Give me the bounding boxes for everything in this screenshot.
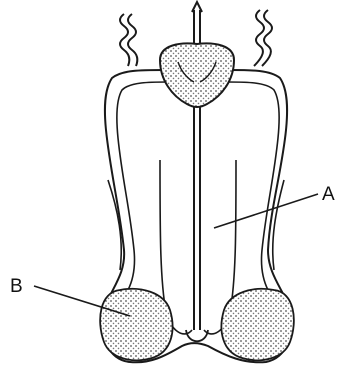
right-testis [221, 289, 293, 360]
label-a: A [322, 184, 335, 205]
right-wavy-tube [254, 10, 272, 66]
left-testis [100, 289, 172, 360]
left-wavy-tube [120, 14, 137, 66]
label-b: B [10, 276, 23, 297]
prostate-gland [160, 43, 234, 107]
